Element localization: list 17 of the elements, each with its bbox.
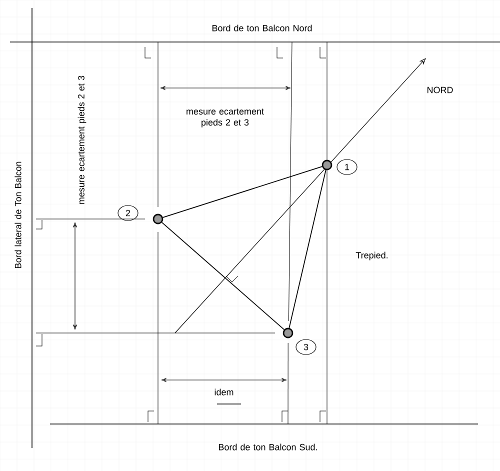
tripod-label: Trepied. [356,252,388,260]
boundary-label: Bord de ton Balcon Sud. [218,444,317,450]
tripod-line [162,166,322,218]
tripod-leg [322,160,332,170]
tripod-leg [152,214,164,224]
boundary-label: Bord de ton Balcon Nord [212,24,312,32]
tripod-line [288,170,326,328]
dimension-label: mesure ecartement pieds 2 et 3 [186,108,264,128]
circled-number: 2 [118,205,138,221]
tripod-leg [282,328,294,338]
circled-number: 3 [296,339,316,355]
dimension-label: mesure ecartement pieds 2 et 3 [78,76,86,204]
direction-label: NORD [428,86,453,94]
dimension-label: idem [214,388,234,396]
tripod-line [161,222,285,330]
boundary-label: Bord lateral de Ton Balcon [14,162,22,268]
circled-number: 1 [336,159,358,175]
